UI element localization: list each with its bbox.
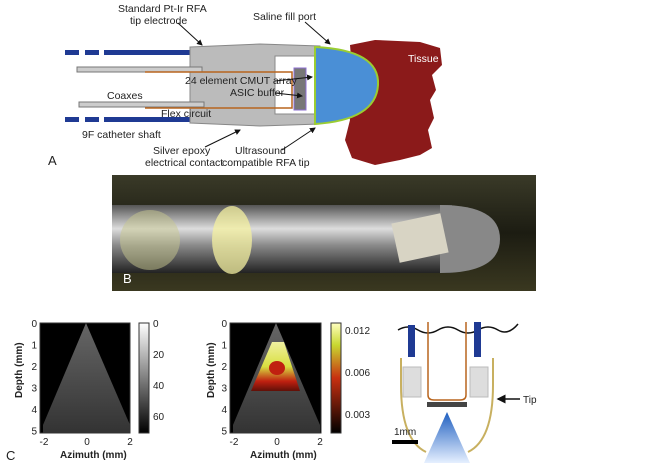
coax-bottom: [78, 101, 205, 108]
x-tick-label: 0: [84, 437, 90, 448]
catheter-tip: [440, 205, 500, 273]
colorbar-heat: [330, 322, 342, 434]
panel-b-photo: B: [112, 175, 536, 291]
y-tick-label: 3: [221, 384, 227, 395]
label-asic: ASIC buffer: [230, 87, 285, 99]
y-tick-label: 4: [31, 405, 37, 416]
label-saline: Saline fill port: [253, 11, 316, 23]
shaft-bottom-dash: [65, 117, 79, 122]
coax-top: [76, 66, 203, 73]
plot2-xlabel: Azimuth (mm): [250, 450, 317, 461]
label-coaxes: Coaxes: [107, 90, 143, 102]
label-cmut: 24 element CMUT array: [185, 75, 298, 87]
y-tick-label: 2: [31, 362, 37, 373]
plot1-xlabel: Azimuth (mm): [60, 450, 127, 461]
y-tick-label: 1: [221, 341, 227, 352]
saline-tip: [314, 45, 380, 126]
plot2-ylabel: Depth (mm): [206, 342, 217, 398]
panel-a-catheter-diagram: Standard Pt-Ir RFA tip electrode Saline …: [48, 3, 442, 169]
plot1-ylabel: Depth (mm): [14, 342, 25, 398]
x-tick-label: 2: [317, 437, 323, 448]
panel-a-letter: A: [48, 153, 57, 168]
scale-label: 1mm: [394, 427, 416, 438]
ultrasound-beam: [424, 412, 470, 463]
y-tick-label: 2: [221, 362, 227, 373]
y-tick-label: 4: [221, 405, 227, 416]
colorbar-tick-label: 60: [153, 412, 165, 423]
label-electrode: Standard Pt-Ir RFA: [118, 3, 207, 15]
electrode-housing: [189, 43, 321, 127]
panel-c-letter: C: [6, 448, 15, 463]
label-flex: Flex circuit: [161, 108, 211, 120]
x-tick-label: -2: [40, 437, 49, 448]
arrows: [177, 21, 331, 151]
transducer: [427, 402, 467, 407]
colorbar-tick-label: 0.012: [345, 326, 370, 337]
colorbar-tick-label: 20: [153, 350, 165, 361]
y-tick-label: 5: [31, 427, 37, 438]
y-tick-label: 0: [31, 319, 37, 330]
colorbar-tick-label: 40: [153, 381, 165, 392]
tip-label: Tip: [523, 395, 537, 406]
cmut-chip: [391, 213, 449, 263]
colorbar-grayscale: [138, 322, 150, 434]
colorbar-tick-label: 0.006: [345, 368, 370, 379]
colorbar-tick-label: 0: [153, 319, 159, 330]
y-tick-label: 0: [221, 319, 227, 330]
label-rfa-tip: Ultrasound: [235, 145, 286, 157]
scale-bar: [392, 440, 418, 444]
label-shaft: 9F catheter shaft: [82, 129, 161, 141]
y-tick-label: 5: [221, 427, 227, 438]
shaft-top-dash: [65, 50, 79, 55]
svg-text:compatible RFA tip: compatible RFA tip: [222, 157, 310, 169]
tip-schematic: Tip 1mm: [392, 322, 537, 463]
svg-text:tip electrode: tip electrode: [130, 15, 187, 27]
x-tick-label: 0: [274, 437, 280, 448]
x-tick-label: 2: [127, 437, 133, 448]
label-epoxy: Silver epoxy: [153, 145, 211, 157]
label-tissue: Tissue: [408, 53, 439, 65]
x-tick-label: -2: [230, 437, 239, 448]
y-tick-label: 3: [31, 384, 37, 395]
colorbar-tick-label: 0.003: [345, 410, 370, 421]
y-tick-label: 1: [31, 341, 37, 352]
flex-circuit: [145, 71, 293, 109]
panel-b-letter: B: [123, 271, 132, 286]
svg-text:electrical contact: electrical contact: [145, 157, 223, 169]
